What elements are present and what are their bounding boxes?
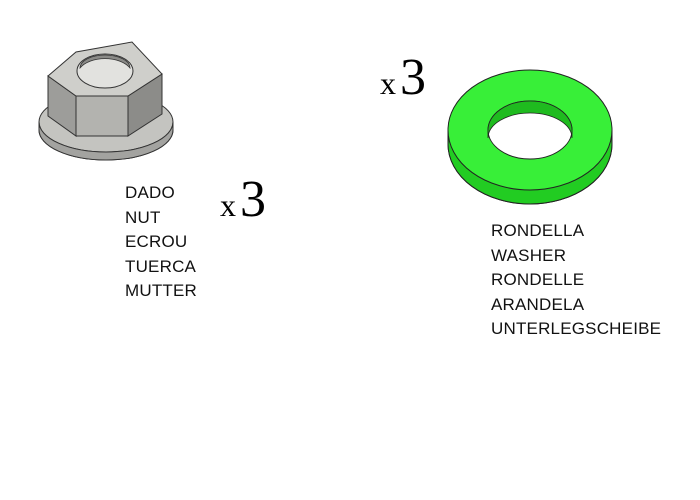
flat-washer-icon	[447, 69, 613, 205]
nut-labels: DADO NUT ECROU TUERCA MUTTER	[125, 181, 197, 304]
washer-quantity-number: 3	[400, 49, 426, 106]
washer-label: WASHER	[491, 245, 567, 265]
washer-quantity-x: x	[380, 65, 396, 101]
nut-label: ECROU	[125, 232, 188, 251]
washer-label: UNTERLEGSCHEIBE	[491, 319, 662, 338]
nut-label: NUT	[125, 207, 161, 227]
hex-flange-nut-icon	[38, 41, 174, 161]
washer-labels: RONDELLA WASHER RONDELLE ARANDELA UNTERL…	[491, 219, 661, 342]
washer-label: RONDELLA	[491, 221, 585, 240]
nut-label: DADO	[125, 183, 175, 202]
nut-quantity-x: x	[220, 187, 236, 223]
washer-quantity: x 3	[380, 48, 426, 107]
washer-label: ARANDELA	[491, 294, 585, 314]
nut-label: TUERCA	[125, 256, 197, 276]
nut-quantity-number: 3	[240, 171, 266, 228]
nut-label: MUTTER	[125, 281, 198, 300]
washer-label: RONDELLE	[491, 270, 585, 289]
nut-quantity: x 3	[220, 170, 266, 229]
